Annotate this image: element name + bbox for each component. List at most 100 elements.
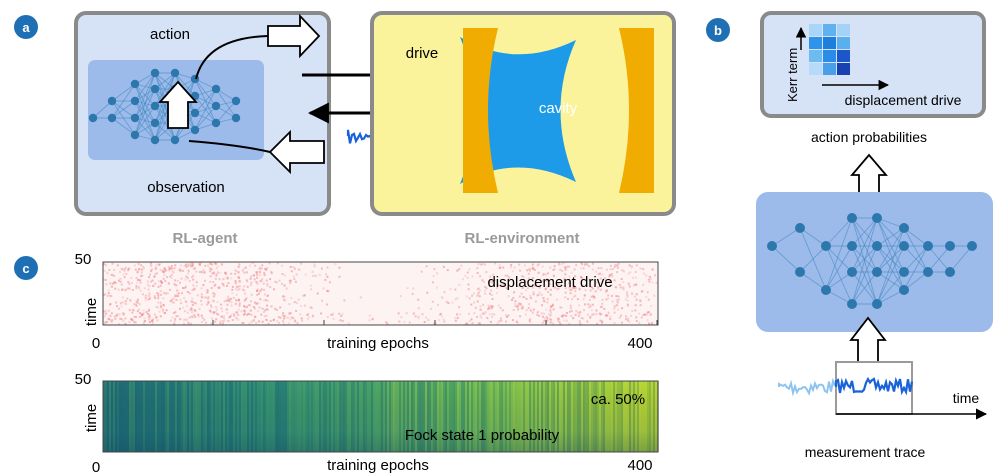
heatmap-speck	[200, 293, 203, 296]
heatmap-speck	[151, 279, 154, 282]
heatmap-speck	[558, 263, 561, 266]
heatmap-speck	[570, 315, 573, 318]
heatmap-speck	[514, 300, 517, 303]
heatmap-speck	[148, 276, 151, 279]
heatmap-speck	[176, 289, 179, 292]
heatmap-speck	[481, 263, 484, 266]
heatmap-speck	[549, 309, 552, 312]
heatmap-speck	[114, 282, 117, 284]
heatmap-speck	[312, 274, 315, 277]
heatmap-speck	[109, 294, 112, 297]
heatmap-speck	[580, 276, 583, 279]
heatmap-speck	[237, 265, 240, 268]
heatmap-speck	[190, 300, 193, 303]
heatmap-speck	[146, 313, 149, 315]
heatmap-speck	[271, 271, 273, 274]
heatmap-speck	[371, 317, 374, 320]
heatmap-speck	[197, 263, 200, 266]
network-edge	[194, 88, 217, 114]
heatmap-speck	[592, 296, 595, 299]
heatmap-speck	[263, 293, 266, 296]
heatmap-speck	[454, 288, 457, 291]
network-edge	[876, 245, 905, 291]
heatmap-speck	[368, 314, 371, 317]
heatmap-speck	[552, 274, 555, 277]
heatmap-speck	[454, 319, 457, 322]
panel-b: b Kerr term displacement drive action pr…	[706, 11, 993, 460]
heatmap-speck	[468, 312, 470, 315]
heatmap-speck	[600, 267, 603, 270]
heatmap-speck	[638, 312, 641, 315]
heatmap-speck	[605, 298, 608, 301]
heatmap-speck	[191, 311, 194, 314]
heatmap-speck	[169, 319, 172, 322]
heatmap-speck	[580, 262, 583, 265]
heatmap-speck	[137, 285, 140, 288]
heatmap-speck	[136, 278, 139, 281]
heatmap-speck	[130, 317, 133, 320]
heatmap-speck	[326, 303, 328, 306]
heatmap-speck	[464, 322, 467, 325]
heatmap-speck	[549, 293, 552, 296]
heatmap-speck	[200, 271, 203, 274]
heatmap-speck	[531, 266, 534, 269]
heatmap-speck	[403, 320, 406, 323]
heatmap-speck	[564, 296, 567, 299]
heatmap-speck	[168, 268, 171, 271]
heatmap-speck	[439, 313, 441, 316]
heatmap-speck	[243, 285, 246, 288]
heatmap-speck	[194, 315, 197, 318]
heatmap-speck	[153, 275, 156, 278]
heatmap-speck	[292, 317, 294, 319]
heatmap-speck	[154, 296, 157, 299]
heatmap-speck	[228, 316, 231, 319]
heatmap-speck	[282, 320, 284, 323]
heatmap-speck	[546, 316, 549, 319]
heatmap-speck	[546, 272, 549, 275]
heatmap-speck	[639, 299, 642, 302]
heatmap-speck	[648, 322, 650, 325]
heatmap-speck	[163, 292, 165, 295]
heatmap-speck	[211, 263, 214, 266]
heatmap-speck	[163, 268, 166, 271]
top-xlabel: training epochs	[327, 335, 429, 352]
heatmap-speck	[321, 299, 323, 302]
heatmap-speck	[163, 274, 166, 277]
heatmap-speck	[146, 280, 149, 283]
heatmap-speck	[478, 287, 480, 290]
fock-heatmap-frame	[102, 380, 659, 453]
heatmap-speck	[207, 302, 210, 305]
heatmap-speck	[311, 270, 314, 273]
heatmap-speck	[528, 269, 531, 272]
heatmap-speck	[544, 287, 547, 290]
heatmap-speck	[583, 309, 585, 312]
heatmap-speck	[608, 275, 611, 278]
heatmap-speck	[206, 291, 209, 294]
heatmap-speck	[176, 292, 179, 295]
network-node	[107, 96, 117, 106]
heatmap-speck	[292, 266, 295, 269]
heatmap-speck	[574, 313, 577, 316]
heatmap-speck	[542, 297, 545, 299]
heatmap-speck	[597, 267, 600, 270]
heatmap-speck	[222, 284, 225, 287]
heatmap-speck	[513, 291, 516, 294]
heatmap-speck	[547, 291, 550, 293]
badge-c-label: c	[22, 261, 29, 276]
heatmap-speck	[179, 264, 182, 267]
network-edge	[825, 271, 853, 291]
heatmap-speck	[626, 295, 629, 298]
heatmap-speck	[276, 281, 279, 284]
network-edge	[134, 72, 156, 102]
heatmap-speck	[459, 313, 462, 316]
heatmap-speck	[522, 296, 525, 299]
heatmap-speck	[191, 297, 194, 300]
heatmap-speck	[608, 274, 611, 276]
heatmap-speck	[458, 268, 461, 271]
heatmap-speck	[486, 317, 489, 320]
heatmap-speck	[441, 296, 444, 299]
heatmap-speck	[580, 276, 582, 279]
heatmap-speck	[203, 279, 206, 282]
heatmap-speck	[317, 292, 319, 295]
heatmap-speck	[496, 292, 499, 294]
